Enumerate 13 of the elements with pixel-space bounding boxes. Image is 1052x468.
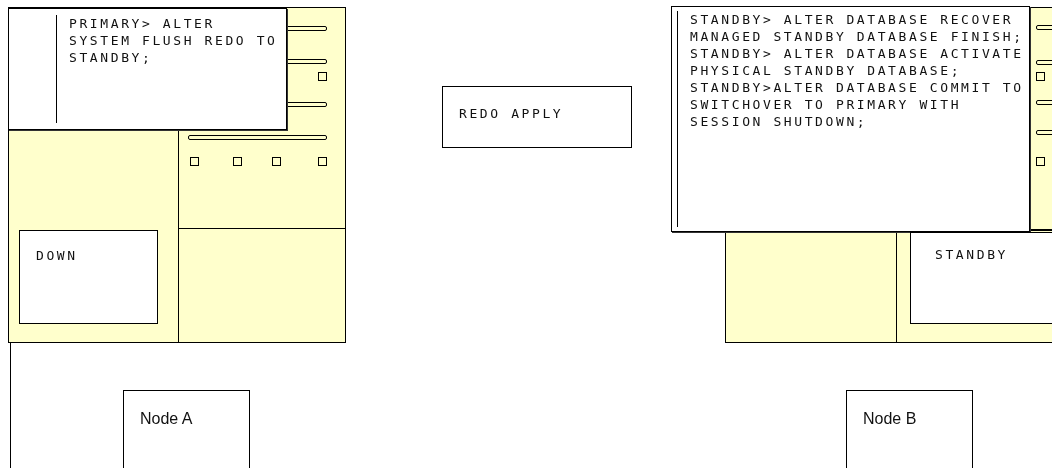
status-box — [846, 390, 973, 468]
node-label: STANDBY — [935, 246, 1009, 263]
command-text: STANDBY> ALTER DATABASE RECOVER MANAGED STANDBY DATABASE FINISH; STANDBY> ALTER DATABASE ACTIVATE PHYSICAL STANDBY DATABASE; STANDBY>ALTER DATABASE COMMIT TO SWITCHOVER TO PRIMARY WITH SESSION SHUTDOWN; — [677, 11, 1027, 227]
status-box — [910, 232, 1052, 324]
node-label: Node B — [863, 410, 918, 428]
command-box — [8, 8, 287, 130]
node-label: REDO APPLY — [459, 105, 565, 122]
node-label: DOWN — [36, 247, 79, 264]
command-text: PRIMARY> ALTER SYSTEM FLUSH REDO TO STANDBY; — [56, 15, 281, 123]
node-label: Node A — [140, 410, 194, 428]
status-box — [123, 390, 250, 468]
status-box — [442, 86, 632, 148]
status-box — [19, 230, 158, 324]
